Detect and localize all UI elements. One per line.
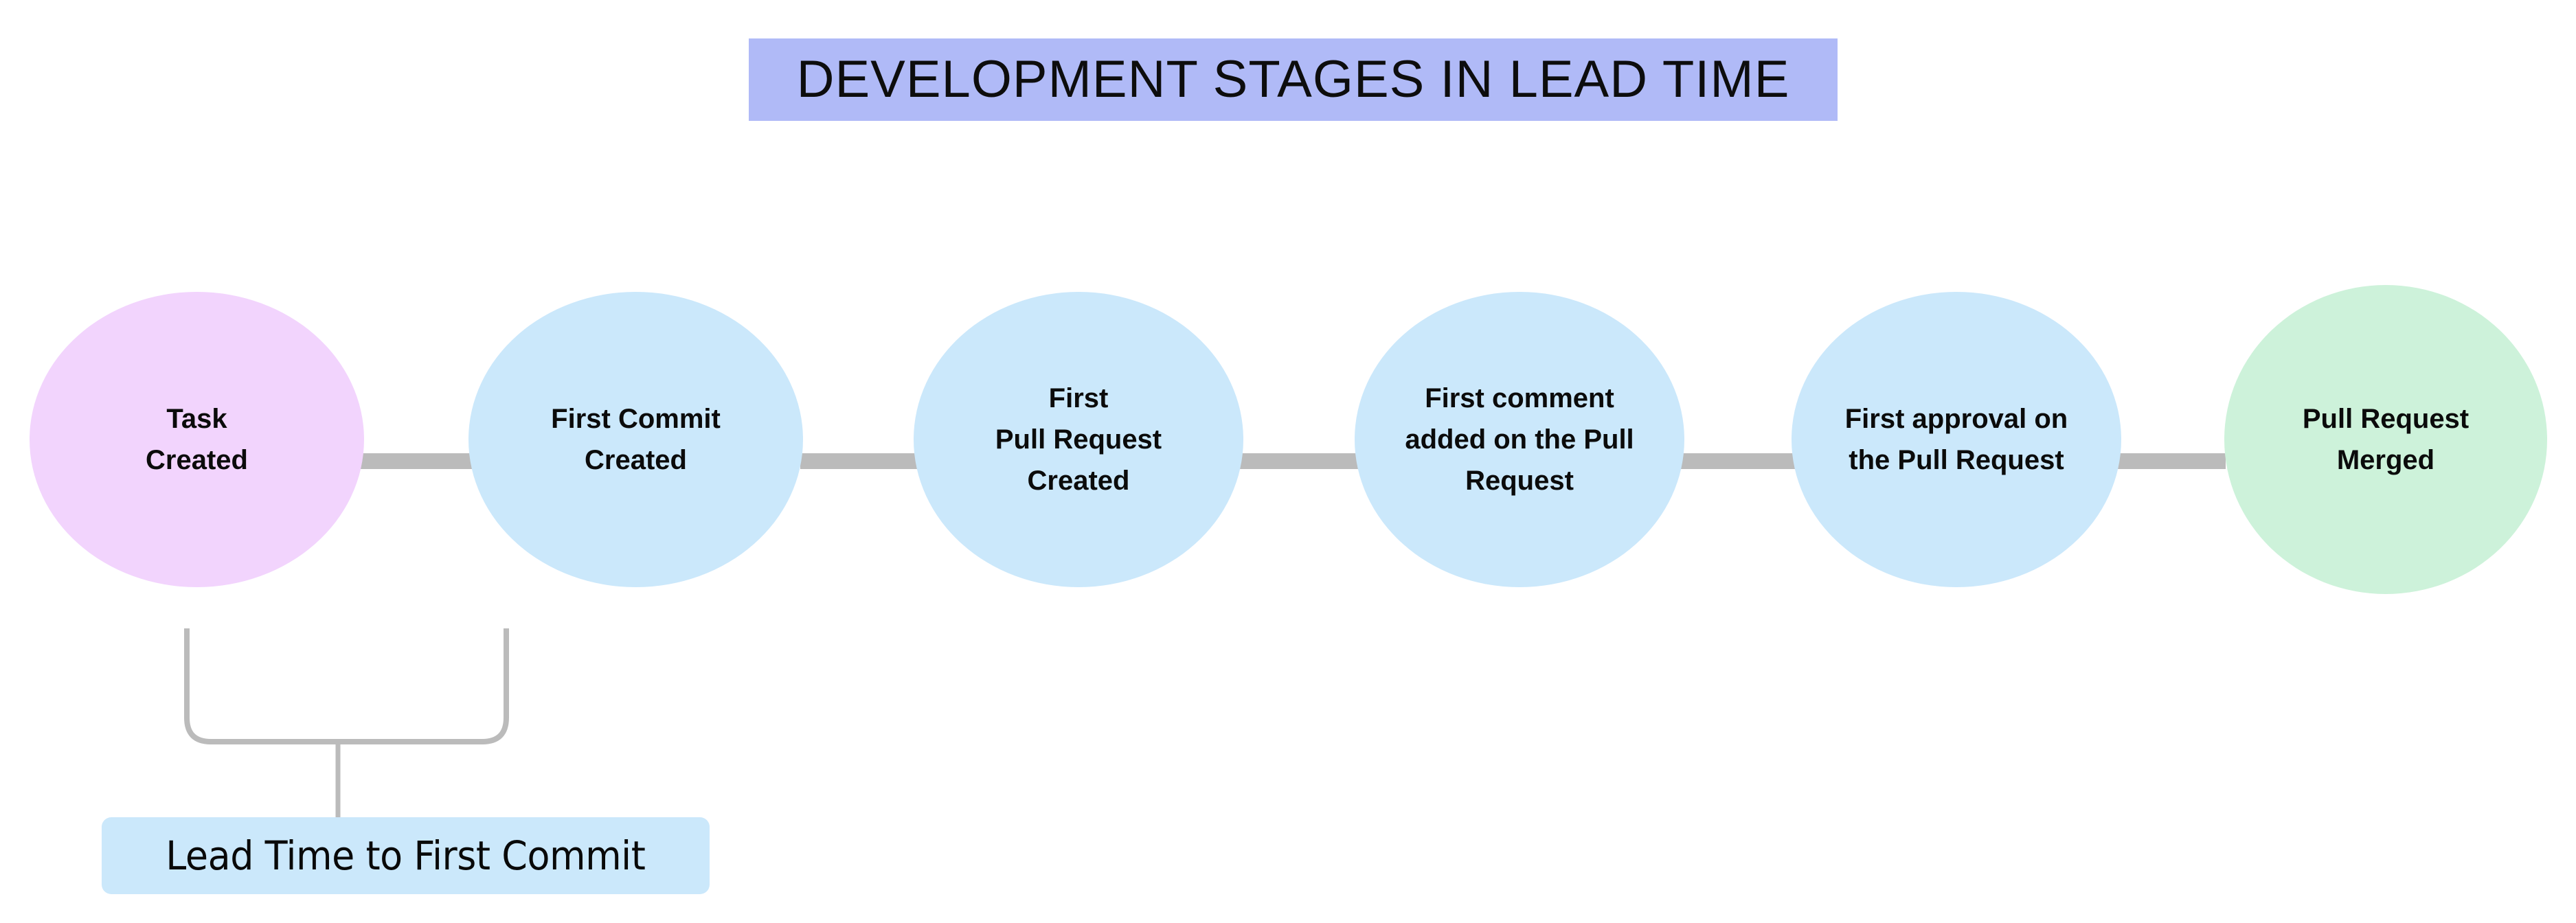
annotation-lead-time-to-first-commit[interactable]: Lead Time to First Commit [102,817,710,894]
connector-1-2 [357,453,474,469]
node-task-created[interactable]: Task Created [30,292,364,587]
node-first-pull-request-created[interactable]: First Pull Request Created [914,292,1243,587]
connector-2-3 [800,453,920,469]
node-first-comment-on-pull-request[interactable]: First comment added on the Pull Request [1355,292,1684,587]
connector-4-5 [1676,453,1796,469]
node-label: Pull Request Merged [2302,404,2470,475]
node-label: First Commit Created [551,404,721,475]
connector-3-4 [1236,453,1360,469]
annotation-label: Lead Time to First Commit [166,832,646,879]
page-title: DEVELOPMENT STAGES IN LEAD TIME [796,50,1790,109]
page-title-banner: DEVELOPMENT STAGES IN LEAD TIME [749,38,1838,121]
node-pull-request-merged[interactable]: Pull Request Merged [2224,285,2547,594]
node-label: Task Created [146,404,248,475]
node-label: First comment added on the Pull Request [1405,383,1634,496]
lead-time-bracket [184,628,509,744]
node-first-commit-created[interactable]: First Commit Created [468,292,803,587]
connector-5-6 [2088,453,2226,469]
node-label: First Pull Request Created [995,383,1162,496]
node-label: First approval on the Pull Request [1844,404,2068,475]
node-first-approval-on-pull-request[interactable]: First approval on the Pull Request [1792,292,2121,587]
